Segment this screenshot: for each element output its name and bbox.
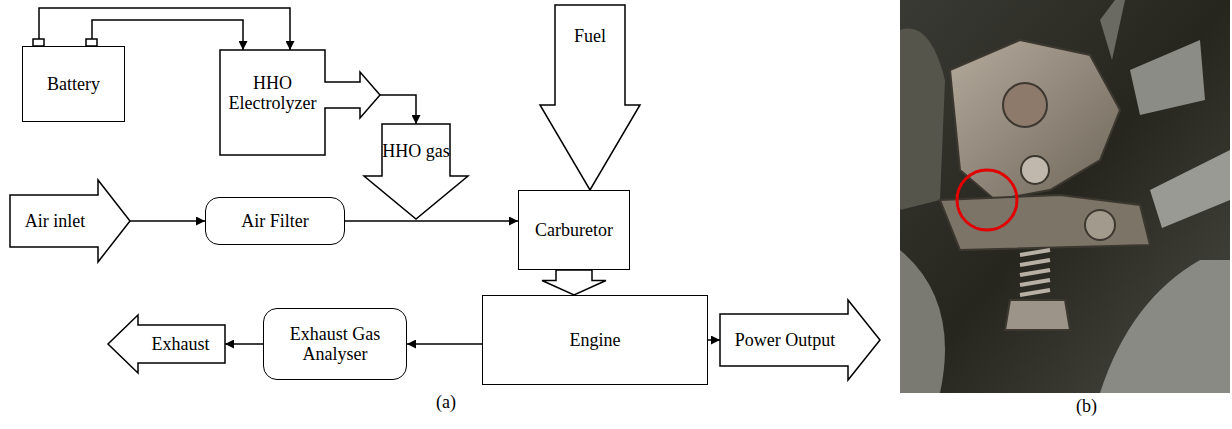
filter-box: Air Filter [205, 197, 345, 245]
text-area: Power Output [722, 314, 848, 366]
engine-box: Engine [482, 295, 708, 385]
shape-path [720, 300, 880, 380]
throttle-plate [950, 40, 1120, 200]
photo-hose [1150, 150, 1230, 228]
panel-label: (a) [436, 392, 456, 412]
carburetor-box: Carburetor [518, 190, 630, 270]
gas-arrow: HHO gas [364, 124, 468, 219]
node-label: Air inlet [25, 211, 86, 231]
analyser-box: Exhaust Gas Analyser [263, 308, 407, 380]
photo-bolt [1003, 83, 1047, 127]
node-label: Battery [47, 74, 100, 94]
node-label: HHO Electrolyzer [224, 73, 321, 113]
text-area: Engine [487, 298, 703, 382]
text-area: HHO Electrolyzer [224, 62, 321, 124]
text-area: Air Filter [210, 200, 340, 242]
carburetor-body [940, 195, 1150, 250]
engine-photo [900, 0, 1230, 393]
inlet-arrow: Air inlet [10, 180, 130, 262]
text-area: Exhaust Gas Analyser [268, 311, 402, 377]
output-arrow: Power Output [720, 300, 880, 380]
arrow-connector [407, 343, 482, 345]
battery-box: Battery [22, 46, 125, 122]
arrow-connector [708, 339, 720, 341]
node-label: Fuel [574, 26, 606, 46]
arrow-connector [130, 220, 205, 222]
arrow-connector [39, 8, 290, 50]
shape-path [220, 50, 380, 155]
node-label: Power Output [735, 330, 836, 350]
panel-label: (b) [1076, 396, 1097, 416]
photo-bracket [1130, 40, 1205, 115]
arrow-connector [380, 95, 416, 124]
arrow-connector [345, 220, 518, 222]
fuel-arrow: Fuel [540, 5, 640, 190]
node-label: Engine [570, 330, 621, 350]
electrolyzer-box: HHO Electrolyzer [220, 50, 380, 155]
text-area: Carburetor [523, 193, 625, 267]
highlight-circle [957, 170, 1017, 230]
photo-background [900, 0, 1230, 393]
shape-path [10, 180, 130, 262]
arrow-connector [225, 343, 263, 345]
node-label: Carburetor [535, 220, 613, 240]
photo-shadow [900, 250, 945, 393]
node-label: Exhaust Gas Analyser [268, 324, 402, 364]
node-label: Air Filter [241, 211, 309, 231]
battery-terminal [33, 39, 44, 46]
block-arrow-connector [542, 270, 606, 295]
text-area: Air inlet [12, 195, 98, 247]
photo-bolt [1085, 210, 1115, 240]
photo-spring [1020, 250, 1050, 295]
photo-part [900, 29, 945, 210]
shape-path [540, 5, 640, 190]
shape-outline [364, 124, 468, 219]
text-area: Fuel [555, 11, 625, 61]
node-label: Exhaust [152, 334, 210, 354]
text-area: HHO gas [382, 128, 450, 174]
shape-path [364, 124, 468, 219]
battery-terminal [86, 39, 97, 46]
exhaust-arrow: Exhaust [108, 315, 225, 373]
node-label: HHO gas [382, 141, 450, 161]
photo-bolt [1021, 156, 1049, 184]
text-area: Exhaust [138, 325, 223, 363]
text-area: Battery [27, 49, 120, 119]
photo-nut [1005, 300, 1070, 330]
photo-cable [1100, 0, 1125, 60]
photo-hose [1100, 260, 1230, 393]
shape-path [108, 315, 225, 373]
